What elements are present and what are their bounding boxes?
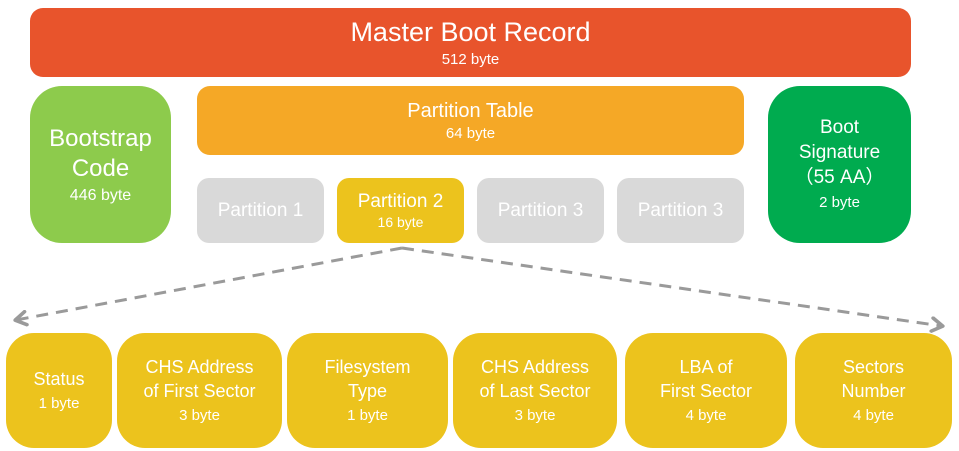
field-filesystem-type-block: Filesystem Type 1 byte [287,333,448,448]
field-chs-last-size: 3 byte [514,407,556,425]
partition-3-block: Partition 3 [477,178,604,243]
partition-2-label: Partition 2 [357,191,444,212]
expansion-arrow-left [16,246,403,320]
boot-signature-size: 2 byte [819,194,860,212]
mbr-size: 512 byte [441,51,500,68]
field-lba-first-line1: LBA of [679,356,733,377]
field-lba-first-block: LBA of First Sector 4 byte [625,333,787,448]
field-chs-first-line1: CHS Address [145,356,254,377]
boot-signature-block: Boot Signature （55 AA） 2 byte [768,86,911,243]
field-status-line1: Status [33,368,85,389]
field-filesystem-type-line1: Filesystem [324,356,411,377]
field-status-block: Status 1 byte [6,333,112,448]
field-lba-first-line2: First Sector [659,380,752,401]
bootstrap-code-block: Bootstrap Code 446 byte [30,86,171,243]
field-chs-first-line2: of First Sector [143,380,256,401]
partition-3-label: Partition 3 [497,199,584,221]
field-sectors-number-line1: Sectors [842,356,905,377]
field-sectors-number-line2: Number [841,380,906,401]
partition-table-label: Partition Table [407,99,534,122]
field-status-size: 1 byte [38,395,80,413]
expansion-arrow-right [401,246,942,326]
field-chs-last-line1: CHS Address [480,356,590,377]
partition-2-block: Partition 2 16 byte [337,178,464,243]
field-chs-first-size: 3 byte [179,407,220,425]
field-chs-last-block: CHS Address of Last Sector 3 byte [453,333,617,448]
boot-signature-line2: Signature [798,141,881,163]
field-filesystem-type-line2: Type [347,380,388,401]
partition-table-size: 64 byte [445,124,496,142]
boot-signature-line1: Boot [819,117,860,139]
field-lba-first-size: 4 byte [685,407,727,425]
bootstrap-code-size: 446 byte [69,187,132,204]
partition-1-block: Partition 1 [197,178,324,243]
partition-1-label: Partition 1 [217,199,304,221]
field-sectors-number-size: 4 byte [853,407,894,425]
partition-4-block: Partition 3 [617,178,744,243]
field-filesystem-type-size: 1 byte [347,407,388,425]
field-sectors-number-block: Sectors Number 4 byte [795,333,952,448]
partition-table-block: Partition Table 64 byte [197,86,744,155]
field-chs-last-line2: of Last Sector [479,380,591,401]
field-chs-first-block: CHS Address of First Sector 3 byte [117,333,282,448]
partition-4-label: Partition 3 [637,199,724,221]
mbr-title: Master Boot Record [350,17,591,47]
mbr-block: Master Boot Record 512 byte [30,8,911,77]
partition-2-size: 16 byte [377,214,424,230]
boot-signature-line3: （55 AA） [794,166,885,188]
bootstrap-code-label: Bootstrap Code [49,125,152,182]
